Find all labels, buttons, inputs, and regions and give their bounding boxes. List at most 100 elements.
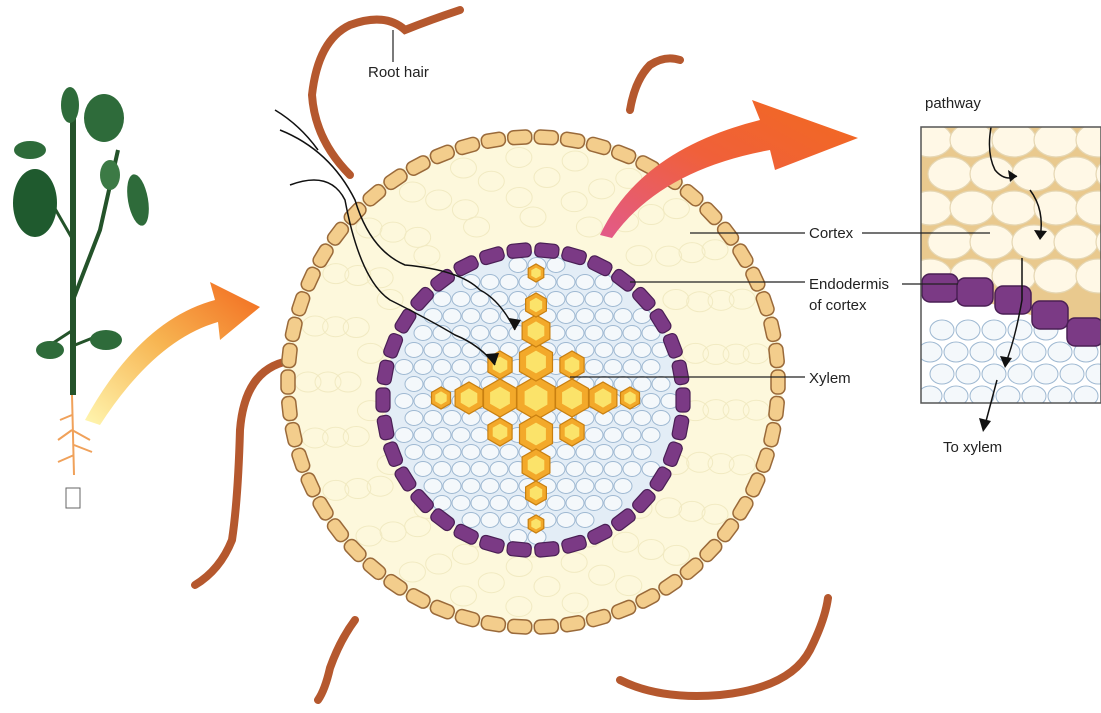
parenchyma-cell	[604, 496, 622, 511]
zoom-endodermis-cell	[1032, 301, 1068, 329]
endodermis-cell	[534, 541, 559, 557]
parenchyma-cell	[443, 411, 461, 426]
parenchyma-cell	[614, 411, 632, 426]
parenchyma-cell	[614, 479, 632, 494]
parenchyma-cell	[481, 479, 499, 494]
parenchyma-cell	[576, 479, 594, 494]
parenchyma-cell	[566, 462, 584, 477]
parenchyma-cell	[414, 428, 432, 443]
zoom-cortex-cell	[992, 123, 1036, 157]
parenchyma-cell	[509, 496, 527, 511]
parenchyma-cell	[414, 326, 432, 341]
parenchyma-cell	[452, 428, 470, 443]
parenchyma-cell	[642, 428, 660, 443]
parenchyma-cell	[414, 394, 432, 409]
parenchyma-cell	[452, 360, 470, 375]
zoom-stele-cell	[1034, 364, 1058, 384]
parenchyma-cell	[633, 343, 651, 358]
zoom-cortex-cell	[950, 191, 994, 225]
parenchyma-cell	[433, 496, 451, 511]
parenchyma-cell	[462, 479, 480, 494]
parenchyma-cell	[623, 326, 641, 341]
label-xylem: Xylem	[809, 370, 851, 387]
parenchyma-cell	[500, 445, 518, 460]
zoom-stele-cell	[1022, 342, 1046, 362]
epidermis-cell	[507, 130, 532, 145]
parenchyma-cell	[452, 462, 470, 477]
parenchyma-cell	[557, 275, 575, 290]
zoom-stele-cell	[930, 320, 954, 340]
root-tip-marker	[66, 488, 80, 508]
parenchyma-cell	[576, 309, 594, 324]
parenchyma-cell	[557, 479, 575, 494]
zoom-cortex-cell	[928, 157, 972, 191]
parenchyma-cell	[471, 360, 489, 375]
endodermis-cell	[507, 541, 532, 557]
parenchyma-cell	[405, 445, 423, 460]
zoom-cortex-cell	[992, 191, 1036, 225]
parenchyma-cell	[566, 292, 584, 307]
parenchyma-cell	[433, 428, 451, 443]
parenchyma-cell	[481, 275, 499, 290]
zoomed-pathway-panel	[908, 118, 1101, 406]
zoom-endodermis-cell	[922, 274, 958, 302]
parenchyma-cell	[633, 445, 651, 460]
parenchyma-cell	[614, 309, 632, 324]
parenchyma-cell	[500, 479, 518, 494]
parenchyma-cell	[481, 309, 499, 324]
parenchyma-cell	[623, 360, 641, 375]
parenchyma-cell	[557, 445, 575, 460]
zoom-endodermis-cell	[957, 278, 993, 306]
parenchyma-cell	[633, 377, 651, 392]
parenchyma-cell	[642, 394, 660, 409]
parenchyma-cell	[462, 445, 480, 460]
parenchyma-cell	[652, 377, 670, 392]
parenchyma-cell	[414, 360, 432, 375]
parenchyma-cell	[614, 343, 632, 358]
parenchyma-cell	[585, 428, 603, 443]
label-pathway: pathway	[925, 95, 981, 112]
label-to-xylem: To xylem	[943, 439, 1002, 456]
parenchyma-cell	[614, 445, 632, 460]
parenchyma-cell	[604, 360, 622, 375]
parenchyma-cell	[576, 513, 594, 528]
zoom-stele-cell	[930, 364, 954, 384]
zoom-stele-cell	[1008, 364, 1032, 384]
parenchyma-cell	[604, 462, 622, 477]
parenchyma-cell	[576, 275, 594, 290]
zoom-cortex-cell	[1054, 157, 1098, 191]
zoom-cortex-cell	[908, 191, 952, 225]
parenchyma-cell	[566, 326, 584, 341]
parenchyma-cell	[471, 428, 489, 443]
zoom-arrow-left	[85, 282, 260, 425]
plant-illustration	[13, 87, 152, 508]
parenchyma-cell	[433, 462, 451, 477]
parenchyma-cell	[604, 292, 622, 307]
parenchyma-cell	[452, 496, 470, 511]
label-cortex: Cortex	[809, 225, 854, 242]
zoom-cortex-cells	[908, 123, 1101, 293]
parenchyma-cell	[490, 496, 508, 511]
epidermis-cell	[281, 343, 298, 368]
zoom-cortex-cell	[950, 123, 994, 157]
parenchyma-cell	[471, 462, 489, 477]
parenchyma-cell	[595, 479, 613, 494]
parenchyma-cell	[405, 377, 423, 392]
zoom-cortex-cell	[1012, 225, 1056, 259]
zoom-cortex-cell	[908, 123, 952, 157]
parenchyma-cell	[642, 360, 660, 375]
zoom-cortex-cell	[1034, 123, 1078, 157]
endodermis-cell	[376, 388, 390, 412]
zoom-stele-cell	[982, 320, 1006, 340]
parenchyma-cell	[395, 360, 413, 375]
zoom-stele-cell	[944, 342, 968, 362]
label-root-hair: Root hair	[368, 64, 429, 81]
parenchyma-cell	[595, 343, 613, 358]
zoom-stele-cell	[970, 342, 994, 362]
parenchyma-cell	[633, 411, 651, 426]
parenchyma-cell	[433, 360, 451, 375]
zoom-endodermis-cell	[995, 286, 1031, 314]
zoom-cortex-cell	[928, 225, 972, 259]
parenchyma-cell	[424, 445, 442, 460]
